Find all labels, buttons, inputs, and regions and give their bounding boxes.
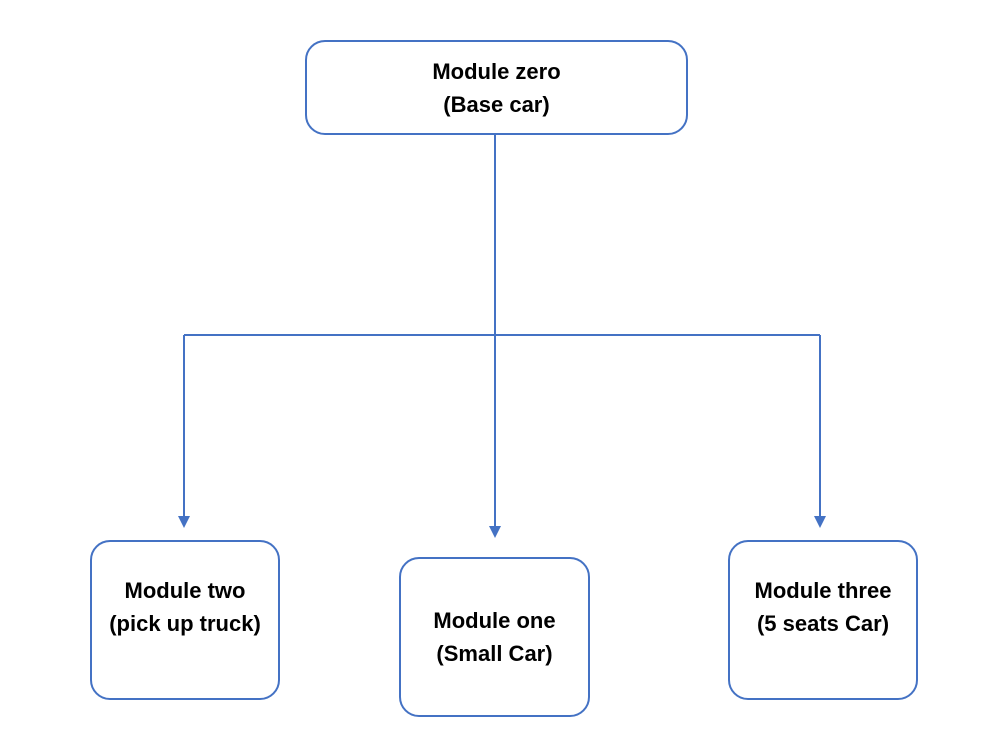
node-module-one-title: Module one xyxy=(433,608,556,633)
node-module-zero-subtitle: (Base car) xyxy=(443,91,550,117)
arrowhead-module-three xyxy=(814,516,826,528)
node-module-three-title: Module three xyxy=(754,577,892,603)
node-module-two-subtitle: (pick up truck) xyxy=(109,610,261,636)
node-module-three-subtitle: (5 seats Car) xyxy=(756,610,890,636)
node-module-one-subtitle: (Small Car) xyxy=(436,641,553,666)
arrowhead-module-two xyxy=(178,516,190,528)
node-module-two: Module two (pick up truck) xyxy=(90,540,280,700)
node-module-one: Module one (Small Car) xyxy=(399,557,590,717)
node-module-three: Module three (5 seats Car) xyxy=(728,540,918,700)
node-module-zero: Module zero (Base car) xyxy=(305,40,688,135)
arrowhead-module-one xyxy=(489,526,501,538)
node-module-zero-title: Module zero xyxy=(432,58,561,84)
node-module-two-title: Module two xyxy=(124,577,246,603)
